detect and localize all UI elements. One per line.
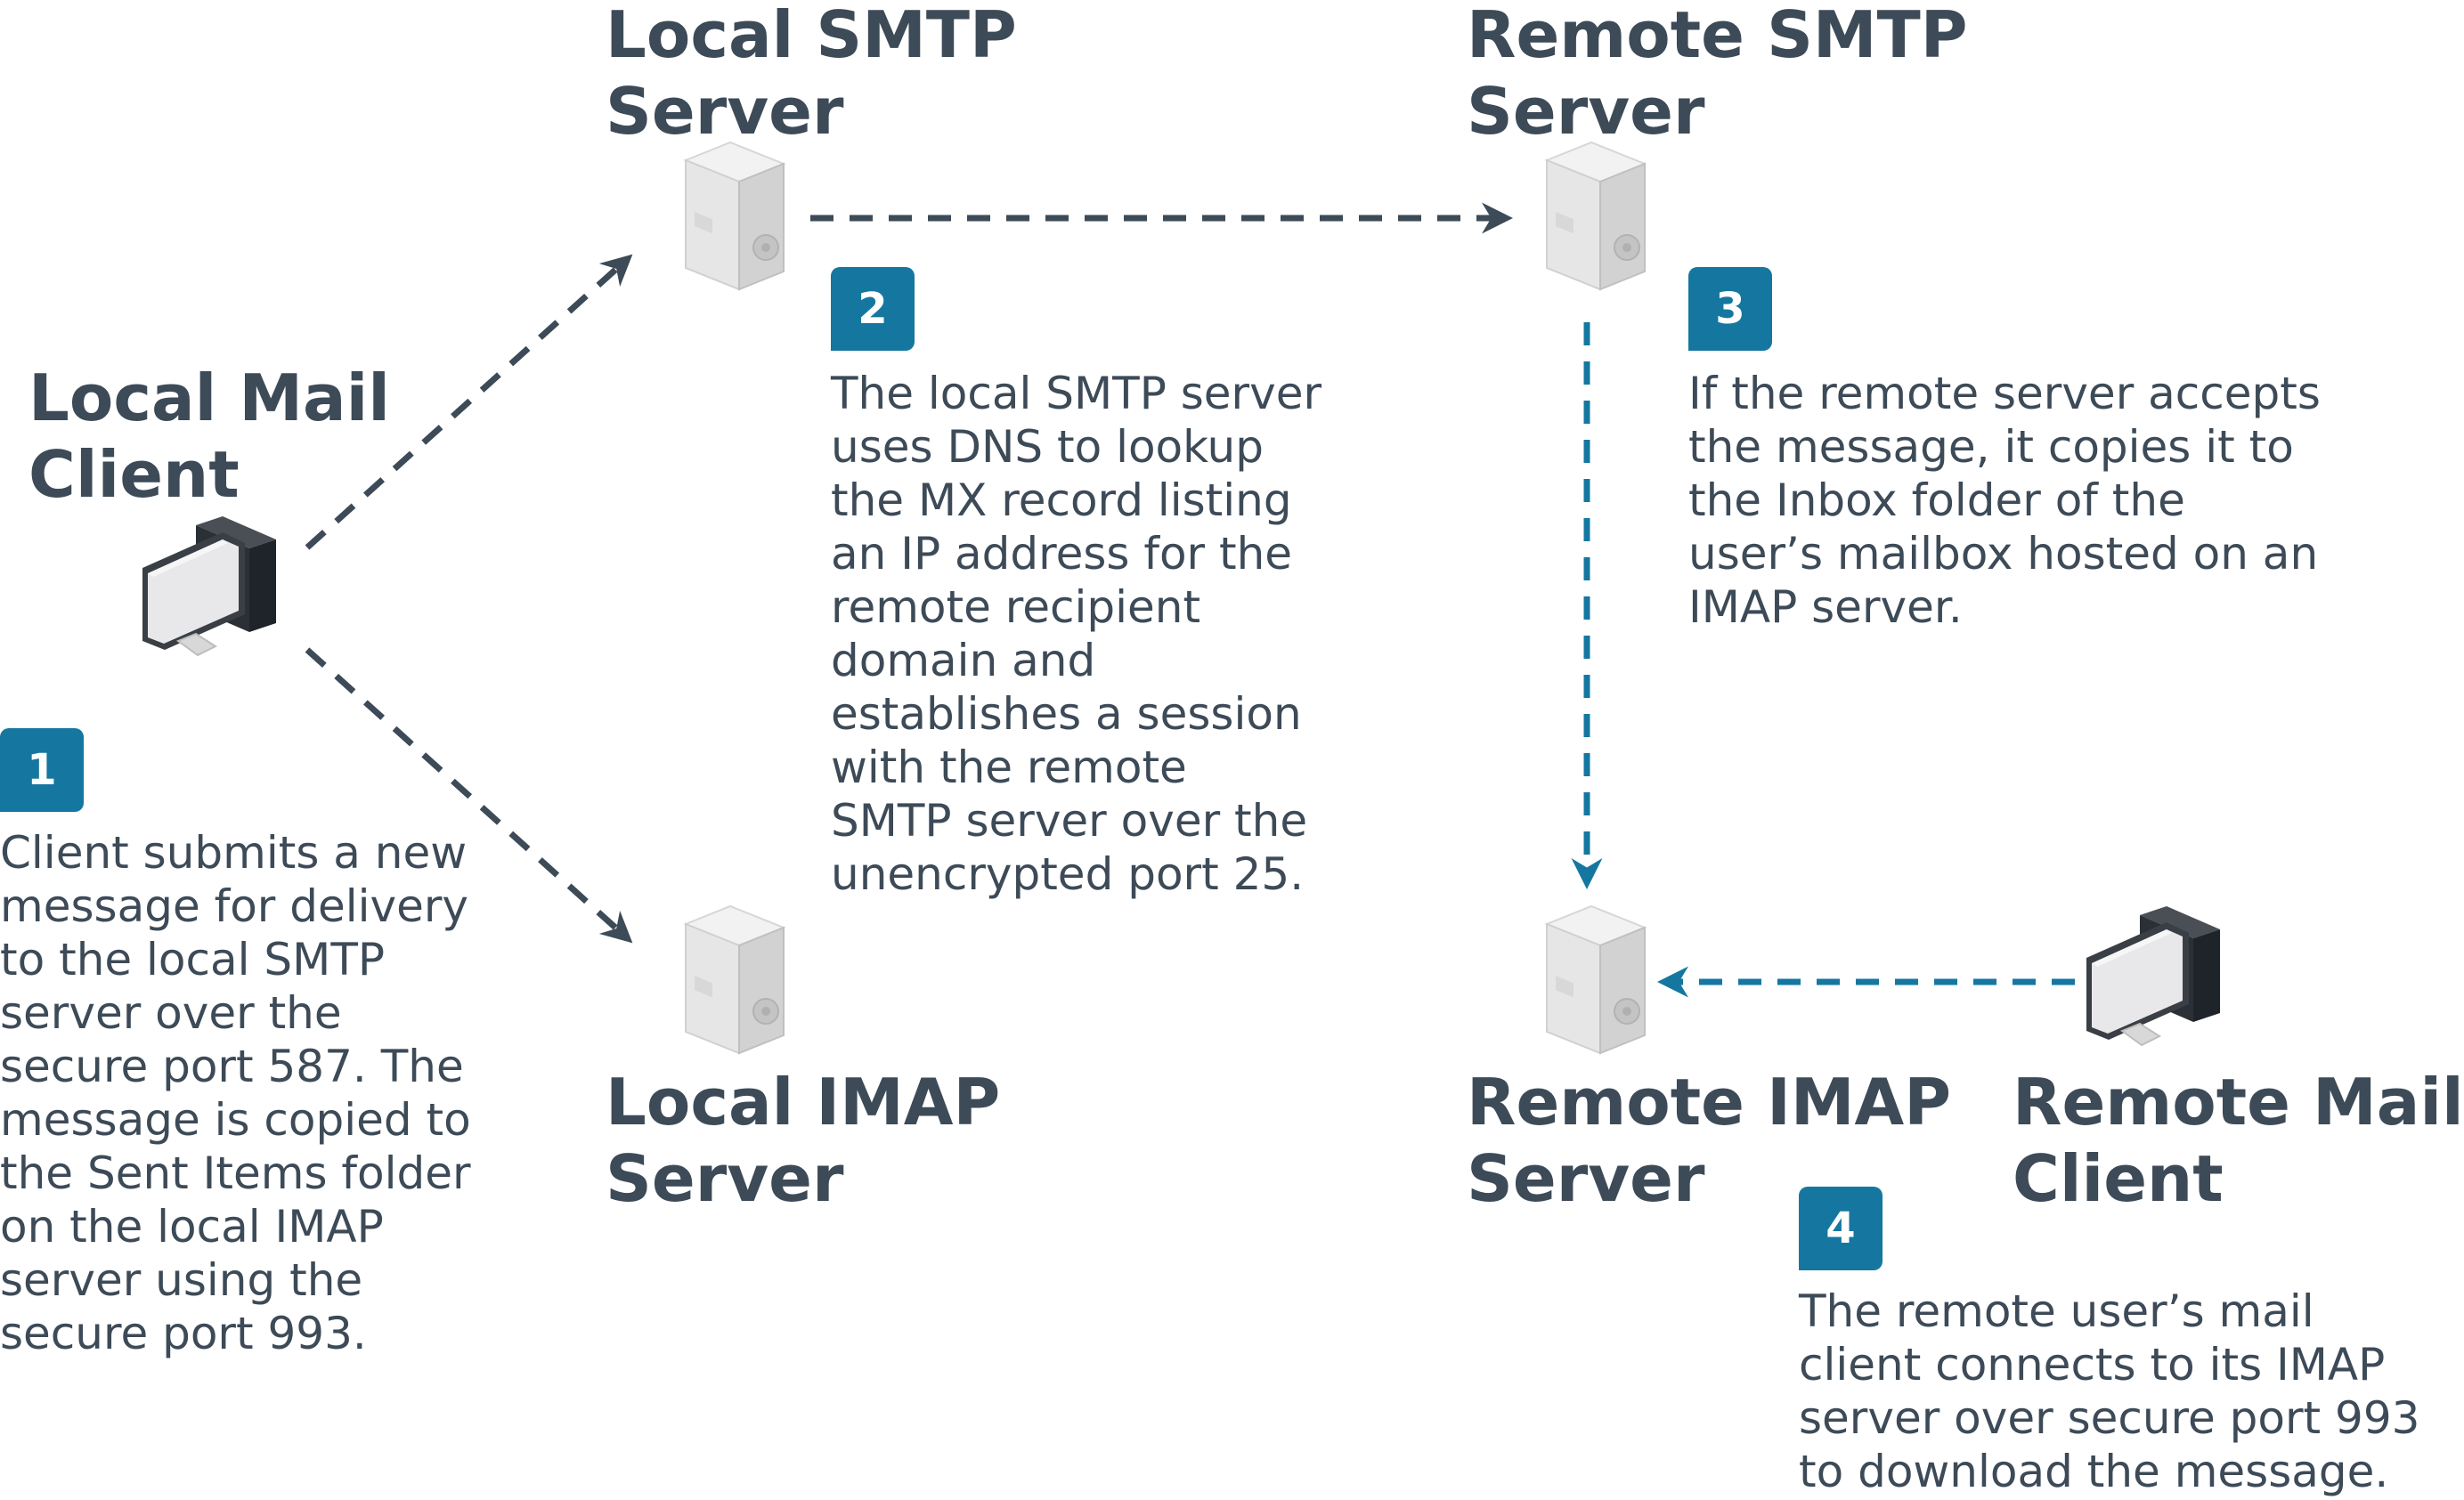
arrow-client-to-local-smtp bbox=[305, 254, 633, 550]
step-2-badge: 2 bbox=[831, 267, 915, 351]
arrow-client-to-local-imap bbox=[305, 647, 633, 944]
remote-mail-client-title: Remote Mail Client bbox=[2013, 1065, 2464, 1216]
local-imap-server-title: Local IMAP Server bbox=[606, 1065, 1001, 1216]
local-smtp-server-title: Local SMTP Server bbox=[606, 0, 1017, 149]
server-tower-icon bbox=[668, 141, 793, 298]
step-1-text: Client submits a new message for deliver… bbox=[0, 827, 471, 1359]
remote-smtp-server-title: Remote SMTP Server bbox=[1467, 0, 1968, 149]
server-tower-icon bbox=[1529, 904, 1654, 1062]
step-4-badge: 4 bbox=[1799, 1187, 1883, 1270]
remote-imap-server-title: Remote IMAP Server bbox=[1467, 1065, 1952, 1216]
desktop-computer-icon bbox=[2078, 906, 2229, 1062]
server-tower-icon bbox=[1529, 141, 1654, 298]
step-1-badge: 1 bbox=[0, 728, 84, 812]
step-2-text: The local SMTP server uses DNS to lookup… bbox=[831, 368, 1322, 900]
server-tower-icon bbox=[668, 904, 793, 1062]
local-mail-client-title: Local Mail Client bbox=[28, 361, 390, 512]
connection-arrows bbox=[305, 202, 2075, 998]
step-3-badge: 3 bbox=[1688, 267, 1772, 351]
step-3-text: If the remote server accepts the message… bbox=[1688, 368, 2321, 633]
step-4-text: The remote user’s mail client connects t… bbox=[1799, 1285, 2420, 1497]
desktop-computer-icon bbox=[134, 516, 285, 672]
